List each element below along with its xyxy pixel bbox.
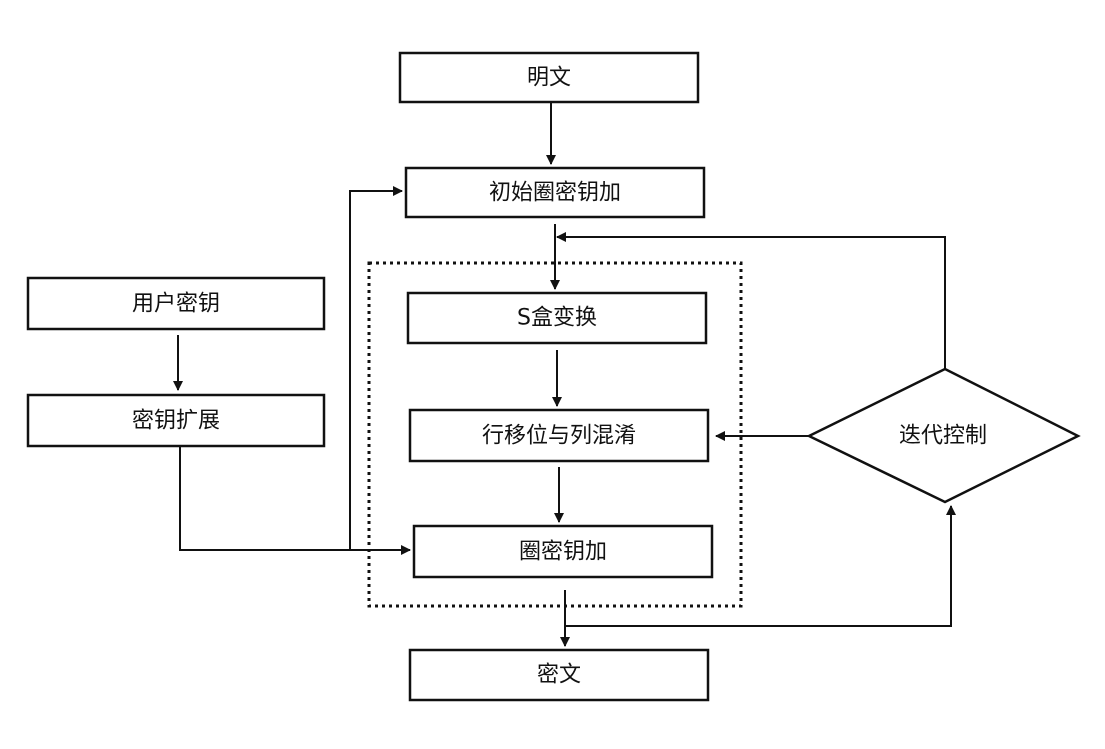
sbox-substitution-label: S盒变换	[517, 306, 597, 331]
initial-round-key-add-label: 初始圈密钥加	[489, 181, 621, 206]
key-expansion-to-round-key-add-arrow	[179, 446, 411, 555]
iteration-control-diamond: 迭代控制	[806, 367, 1081, 504]
plaintext-label: 明文	[527, 66, 571, 91]
key-expansion-to-initial-key-add-arrow	[349, 186, 403, 550]
sbox-substitution-box: S盒变换	[406, 291, 708, 345]
iteration-control-loop-back-arrow	[556, 232, 946, 369]
user-key-box: 用户密钥	[26, 276, 326, 331]
user-key-label: 用户密钥	[132, 292, 220, 317]
initial-round-key-add-box: 初始圈密钥加	[404, 166, 706, 219]
key-expansion-box: 密钥扩展	[26, 393, 326, 448]
shift-rows-mix-columns-label: 行移位与列混淆	[482, 424, 636, 449]
shift-rows-mix-columns-box: 行移位与列混淆	[408, 408, 710, 463]
key-expansion-label: 密钥扩展	[132, 409, 220, 434]
round-key-add-label: 圈密钥加	[519, 540, 607, 565]
round-key-add-box: 圈密钥加	[412, 524, 714, 579]
ciphertext-label: 密文	[537, 663, 581, 688]
output-to-iteration-control-arrow	[565, 505, 956, 627]
iteration-control-label: 迭代控制	[899, 424, 987, 449]
plaintext-box: 明文	[398, 51, 700, 104]
ciphertext-box: 密文	[408, 648, 710, 702]
